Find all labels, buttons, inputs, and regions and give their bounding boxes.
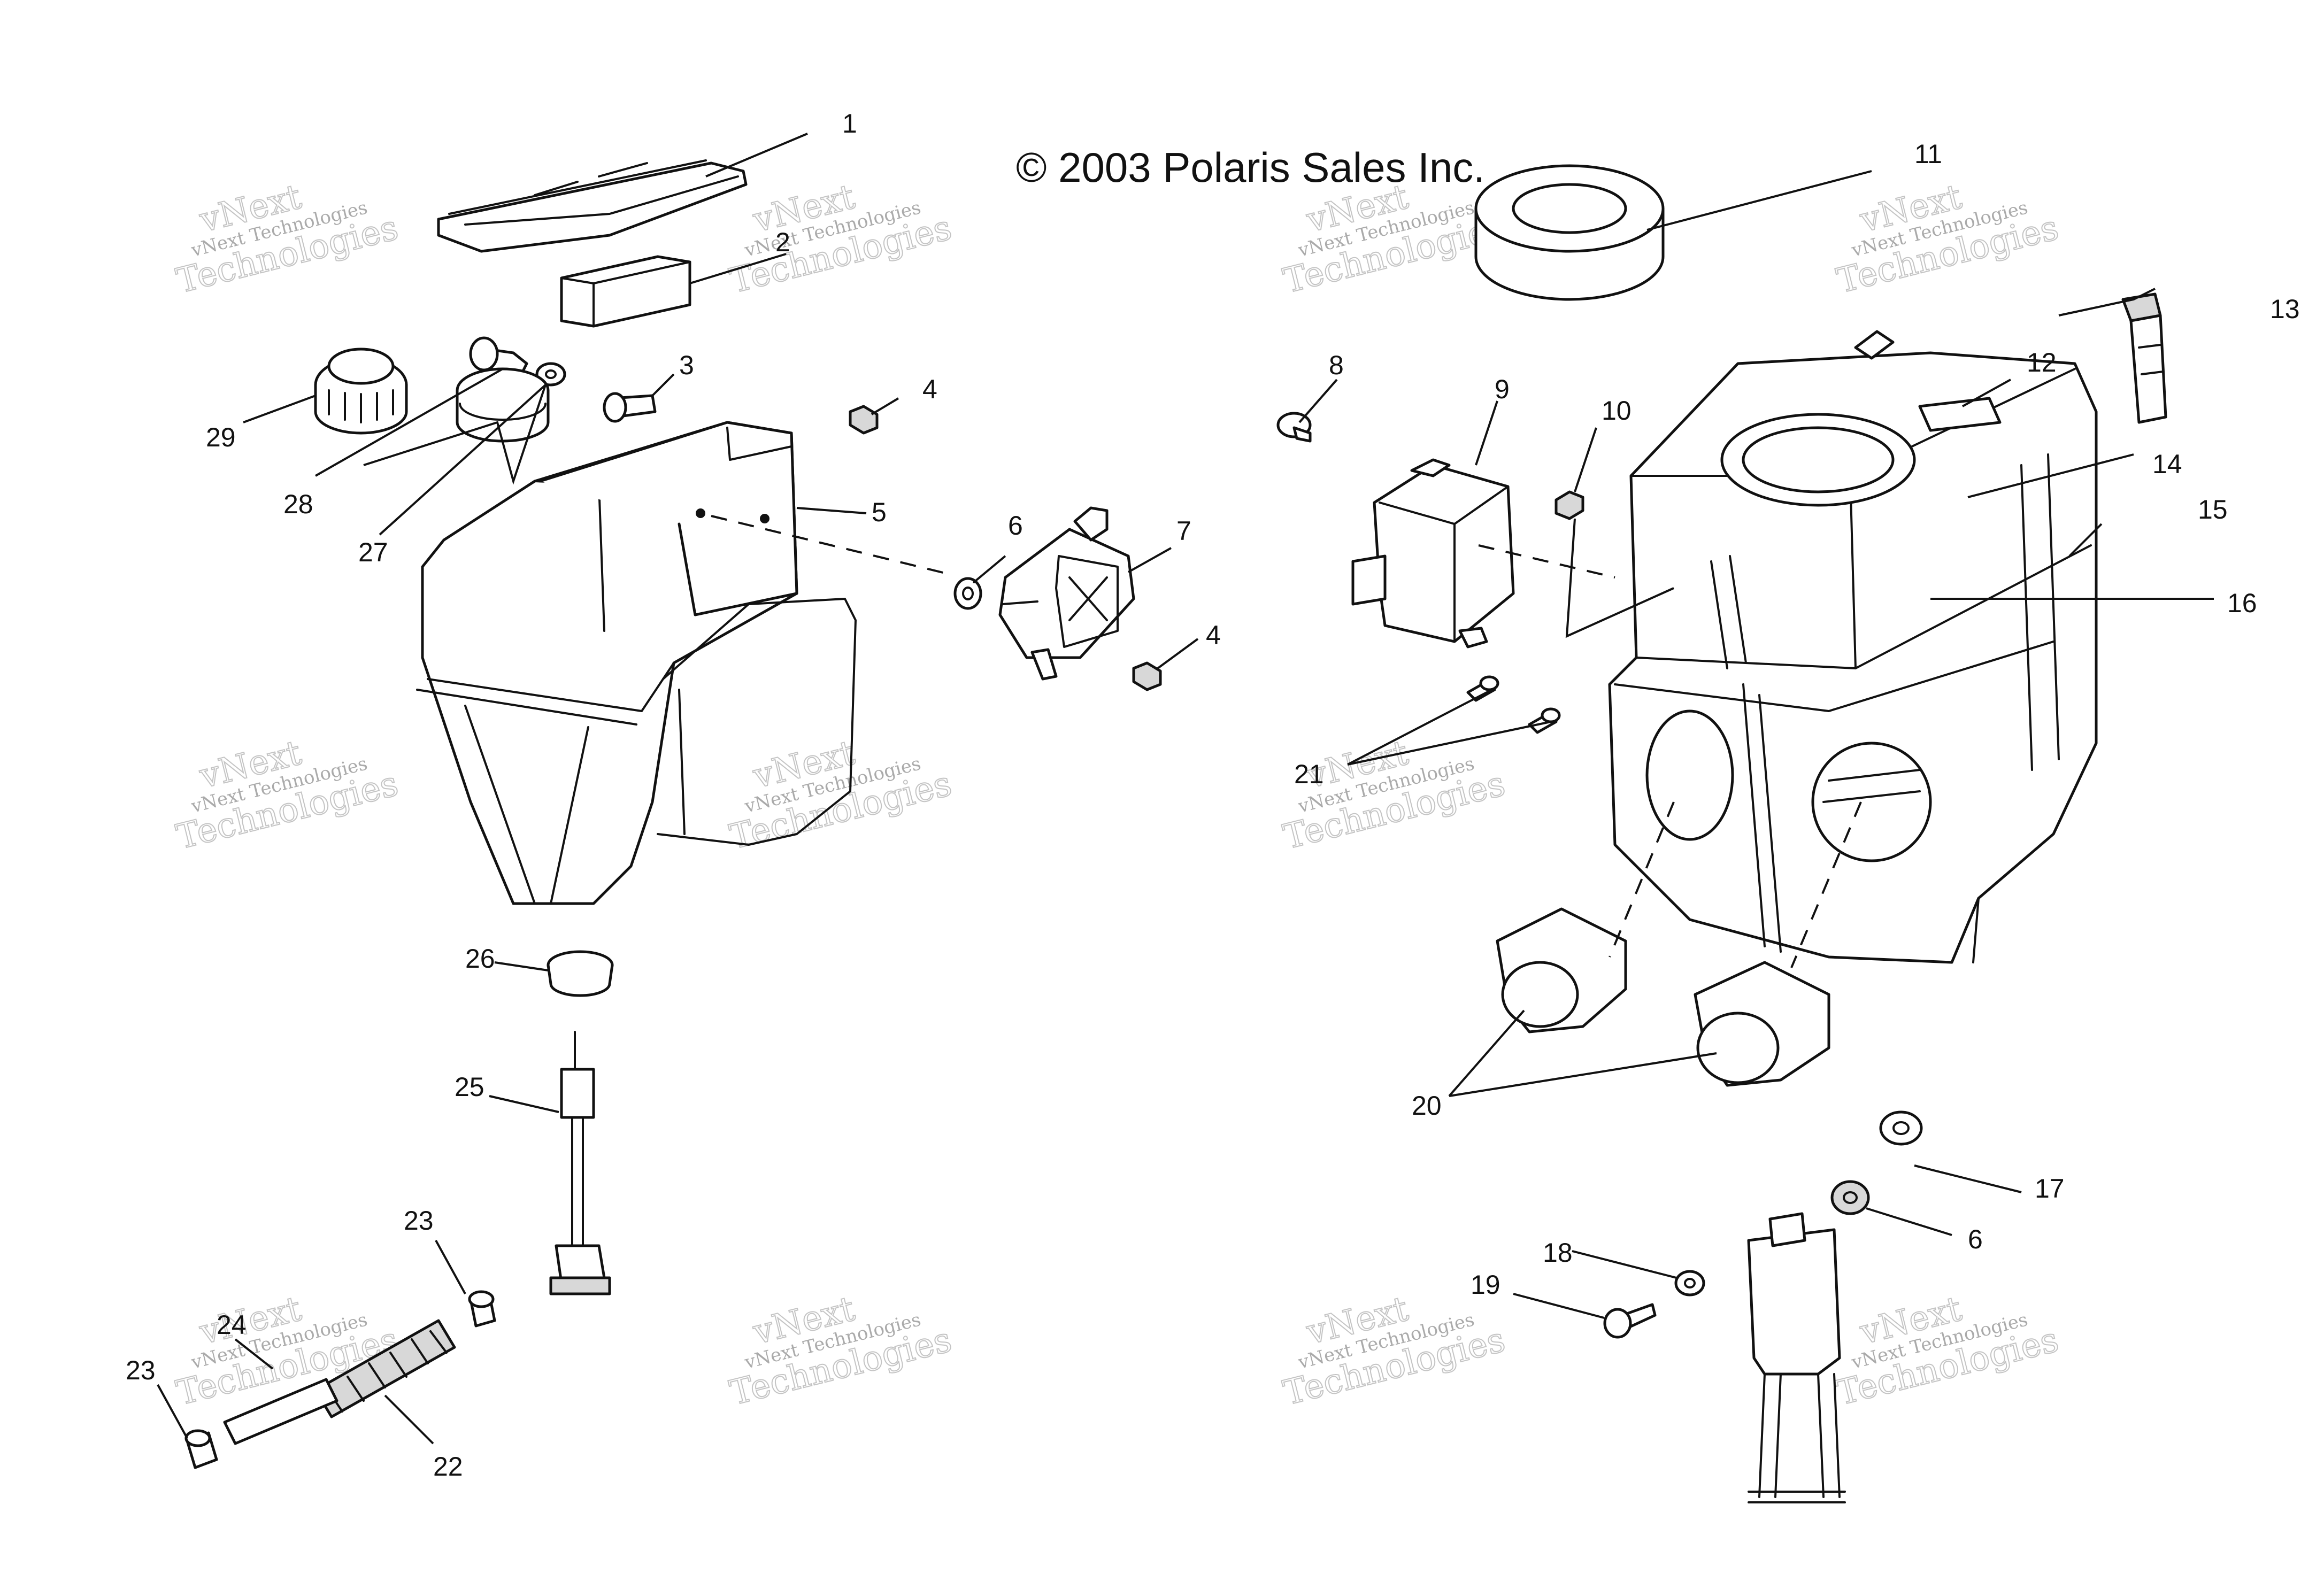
leader-lines bbox=[157, 133, 2214, 1445]
part-2-foam-block[interactable] bbox=[560, 255, 691, 328]
mounting-bracket[interactable] bbox=[1747, 1212, 1846, 1503]
watermark: vNext vNext Technologies Technologies bbox=[726, 1288, 956, 1414]
watermark: vNext vNext Technologies Technologies bbox=[1833, 1288, 2063, 1414]
callout-15[interactable]: 15 bbox=[2198, 495, 2228, 524]
callout-10[interactable]: 10 bbox=[1602, 396, 1632, 426]
callout-11[interactable]: 11 bbox=[1914, 139, 1942, 169]
watermark: vNext vNext Technologies Technologies bbox=[726, 732, 956, 858]
callout-14[interactable]: 14 bbox=[2152, 449, 2182, 479]
callout-20[interactable]: 20 bbox=[1412, 1091, 1442, 1121]
callout-9[interactable]: 9 bbox=[1495, 374, 1510, 404]
callout-1[interactable]: 1 bbox=[842, 109, 857, 138]
part-19-bolt[interactable] bbox=[1603, 1303, 1657, 1339]
part-1-cover[interactable] bbox=[437, 159, 748, 253]
part-23-sleeve-upper[interactable] bbox=[468, 1290, 496, 1328]
airbox-assembly[interactable] bbox=[1608, 330, 2098, 964]
callout-27[interactable]: 27 bbox=[358, 537, 388, 567]
callout-4-upper[interactable]: 4 bbox=[922, 374, 937, 404]
part-9-cdi-module[interactable] bbox=[1351, 458, 1515, 649]
watermark-layer: vNext vNext Technologies Technologies vN… bbox=[172, 176, 2063, 1414]
part-4-nut-upper[interactable] bbox=[849, 405, 879, 435]
callout-24[interactable]: 24 bbox=[217, 1310, 247, 1340]
part-4-nut-lower[interactable] bbox=[1132, 661, 1162, 691]
part-3-screw[interactable] bbox=[603, 392, 657, 423]
callout-13[interactable]: 13 bbox=[2270, 294, 2300, 324]
watermark: vNext vNext Technologies Technologies bbox=[1279, 176, 1510, 302]
callout-2[interactable]: 2 bbox=[775, 227, 790, 257]
callout-23-lower[interactable]: 23 bbox=[126, 1355, 156, 1385]
callout-29[interactable]: 29 bbox=[206, 422, 236, 452]
callout-6-lower[interactable]: 6 bbox=[1968, 1224, 1983, 1254]
callout-4-lower[interactable]: 4 bbox=[1206, 620, 1221, 650]
callout-12[interactable]: 12 bbox=[2027, 348, 2057, 377]
watermark: vNext vNext Technologies Technologies bbox=[172, 732, 403, 858]
callout-17[interactable]: 17 bbox=[2035, 1174, 2065, 1203]
part-10-nut[interactable] bbox=[1555, 490, 1584, 520]
part-18-washer[interactable] bbox=[1674, 1270, 1705, 1297]
callout-25[interactable]: 25 bbox=[455, 1072, 484, 1102]
callout-3[interactable]: 3 bbox=[679, 350, 694, 380]
part-24-hose[interactable] bbox=[223, 1378, 338, 1445]
callout-5[interactable]: 5 bbox=[872, 497, 887, 527]
oil-tank-assembly[interactable] bbox=[416, 367, 857, 905]
part-25-oil-level-sensor[interactable] bbox=[549, 1031, 611, 1295]
callout-numbers: 1 2 3 4 5 6 7 4 29 28 27 26 25 23 24 23 … bbox=[126, 109, 2300, 1482]
part-13-clip[interactable] bbox=[2121, 292, 2167, 424]
part-26-grommet-plug[interactable] bbox=[547, 950, 614, 997]
part-29-filler-cap[interactable] bbox=[314, 348, 408, 435]
watermark: vNext vNext Technologies Technologies bbox=[172, 176, 403, 302]
callout-22[interactable]: 22 bbox=[433, 1452, 463, 1482]
part-17-grommet[interactable] bbox=[1879, 1110, 1923, 1146]
watermark: vNext vNext Technologies Technologies bbox=[1833, 176, 2063, 302]
callout-19[interactable]: 19 bbox=[1471, 1270, 1500, 1300]
callout-28[interactable]: 28 bbox=[283, 489, 313, 519]
callout-26[interactable]: 26 bbox=[465, 944, 495, 974]
callout-18[interactable]: 18 bbox=[1543, 1238, 1573, 1268]
callout-6-upper[interactable]: 6 bbox=[1008, 511, 1023, 541]
part-28-bolt[interactable] bbox=[469, 336, 528, 376]
part-7-fuel-pump[interactable] bbox=[998, 506, 1135, 681]
callout-23-upper[interactable]: 23 bbox=[404, 1206, 434, 1236]
callout-8[interactable]: 8 bbox=[1329, 350, 1344, 380]
part-8-screw[interactable] bbox=[1276, 412, 1312, 443]
part-20-intake-boots[interactable] bbox=[1496, 907, 1830, 1087]
part-23-sleeve-lower[interactable] bbox=[184, 1429, 218, 1469]
callout-16[interactable]: 16 bbox=[2227, 588, 2257, 618]
callout-7[interactable]: 7 bbox=[1176, 516, 1191, 546]
watermark: vNext vNext Technologies Technologies bbox=[726, 176, 956, 302]
copyright-notice: © 2003 Polaris Sales Inc. bbox=[1016, 144, 1485, 191]
part-11-ring[interactable] bbox=[1474, 164, 1665, 301]
part-6-grommet-lower[interactable] bbox=[1830, 1180, 1870, 1215]
part-21-bolts[interactable] bbox=[1466, 675, 1561, 734]
part-6-grommet-upper[interactable] bbox=[953, 577, 982, 610]
callout-21[interactable]: 21 bbox=[1294, 759, 1324, 789]
